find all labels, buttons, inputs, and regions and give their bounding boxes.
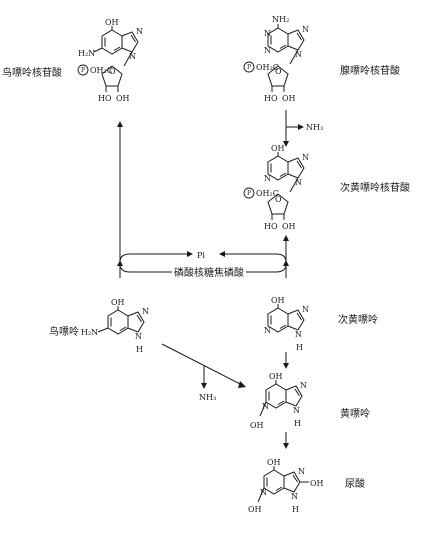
guanine-oh: OH xyxy=(111,298,125,307)
hypoxanthine-h: H xyxy=(296,343,303,352)
imp-sugar-link: OH₂C xyxy=(256,189,279,198)
xanthine-h: H xyxy=(294,419,301,428)
xanthine-n3: N xyxy=(262,402,269,411)
guanine-n7: N xyxy=(142,307,149,316)
hypoxanthine-structure: OH N N N H xyxy=(264,296,309,352)
gmp-sugar-link: OH₂C xyxy=(90,66,113,75)
imp-structure: OH N N N O HO OH P OH₂C xyxy=(243,144,309,231)
hypoxanthine-n9: N xyxy=(295,330,302,339)
uric-oh-left: OH xyxy=(248,505,262,514)
prpp-arc-left xyxy=(119,263,172,273)
gmp-oh: OH xyxy=(105,18,119,27)
guanine-n9: N xyxy=(135,332,142,341)
imp-n7: N xyxy=(302,153,309,162)
xanthine-n7: N xyxy=(300,381,307,390)
amp-n3: N xyxy=(264,46,271,55)
gmp-ring-o: O xyxy=(109,67,116,76)
imp-phosphate-circle xyxy=(243,187,255,199)
imp-ring-o: O xyxy=(275,195,282,204)
guanine-structure: OH H₂N N N H xyxy=(81,298,149,354)
imp-n3: N xyxy=(264,174,271,183)
amp-n1: N xyxy=(264,29,271,38)
xanthine-structure: OH N OH N N H xyxy=(250,372,307,430)
amp-ribose-oh: OH xyxy=(282,94,296,103)
pi-arc-left xyxy=(119,253,190,263)
uric-n7: N xyxy=(298,467,305,476)
prpp-arc-right xyxy=(246,263,287,273)
gmp-structure: OH H₂N N N O HO OH P OH₂C xyxy=(77,18,143,103)
uric-acid-name: 尿酸 xyxy=(345,477,365,490)
uric-oh: OH xyxy=(267,458,281,467)
guanine-to-xanthine-arrow xyxy=(161,343,245,387)
imp-p: P xyxy=(247,190,251,197)
guanine-h: H xyxy=(136,345,143,354)
xanthine-n9: N xyxy=(293,406,300,415)
pi-arc-right xyxy=(222,253,287,263)
amp-nh3: NH₃ xyxy=(306,123,323,132)
amp-ring-o: O xyxy=(275,67,282,76)
imp-ribose-oh: OH xyxy=(282,222,296,231)
imp-ho: HO xyxy=(264,222,278,231)
amp-name: 腺嘌呤核苷酸 xyxy=(340,64,400,77)
gmp-n7: N xyxy=(136,27,143,36)
hypoxanthine-n3: N xyxy=(264,326,271,335)
amp-nh2: NH₂ xyxy=(272,15,289,24)
uric-n3: N xyxy=(260,488,267,497)
hypoxanthine-name: 次黄嘌呤 xyxy=(338,313,378,326)
amp-n7: N xyxy=(302,25,309,34)
amp-structure: NH₂ N N N N O HO OH P OH₂C xyxy=(243,15,309,103)
gmp-h2n: H₂N xyxy=(78,49,95,58)
gmp-ho: HO xyxy=(98,94,112,103)
xanthine-oh-left: OH xyxy=(250,421,264,430)
guanine-nh3: NH₃ xyxy=(199,393,216,402)
gmp-name: 鸟嘌呤核苷酸 xyxy=(2,66,62,79)
hypoxanthine-oh: OH xyxy=(271,296,285,305)
reagent-pi: Pi xyxy=(197,251,205,260)
xanthine-name: 黄嘌呤 xyxy=(340,407,370,420)
amp-sugar-link: OH₂C xyxy=(256,63,279,72)
gmp-phosphate-circle xyxy=(77,64,89,76)
xanthine-oh: OH xyxy=(269,372,283,381)
amp-ho: HO xyxy=(264,94,278,103)
amp-phosphate-circle xyxy=(243,61,255,73)
uric-h: H xyxy=(292,505,299,514)
gmp-n9: N xyxy=(129,52,136,61)
amp-p: P xyxy=(247,64,251,71)
hypoxanthine-n7: N xyxy=(302,305,309,314)
uric-oh-right: OH xyxy=(310,479,324,488)
uric-n9: N xyxy=(291,492,298,501)
reagent-prpp: 磷酸核糖焦磷酸 xyxy=(174,266,244,279)
gmp-ribose-oh: OH xyxy=(116,94,130,103)
guanine-name: 鸟嘌呤 xyxy=(49,325,79,338)
imp-oh: OH xyxy=(271,144,285,153)
imp-n9: N xyxy=(295,178,302,187)
guanine-h2n: H₂N xyxy=(81,328,98,337)
gmp-p: P xyxy=(81,67,85,74)
imp-name: 次黄嘌呤核苷酸 xyxy=(340,181,410,194)
amp-n9: N xyxy=(295,50,302,59)
uric-acid-structure: OH N OH OH N N H xyxy=(248,458,324,514)
